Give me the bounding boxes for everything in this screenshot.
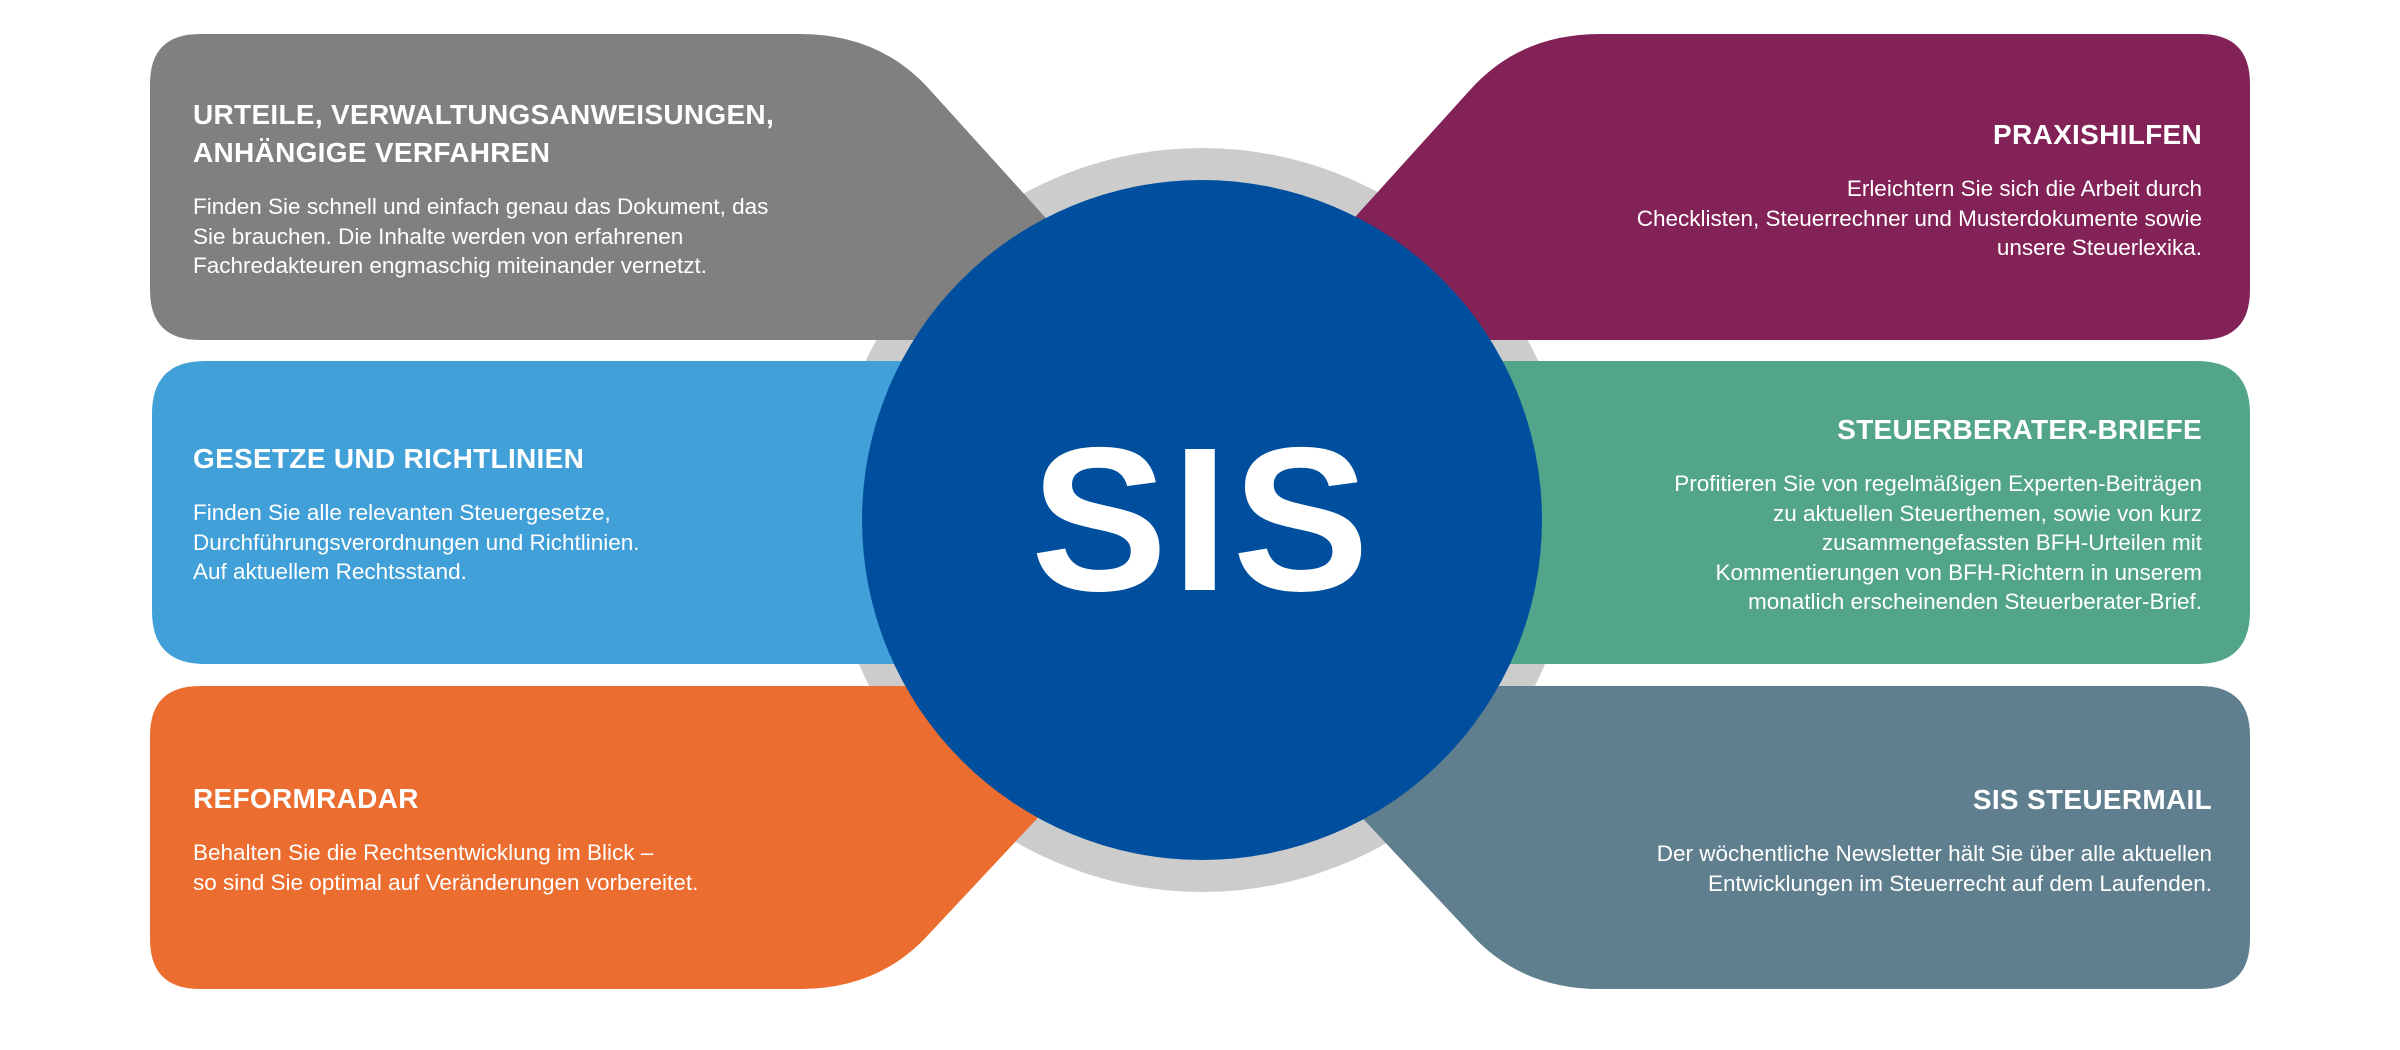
- center-circle: [862, 180, 1542, 860]
- panel-shape-praxishilfen: [1280, 34, 2250, 340]
- panel-title: URTEILE, VERWALTUNGSANWEISUNGEN, ANHÄNGI…: [193, 96, 913, 172]
- title-line: STEUERBERATER-BRIEFE: [1837, 414, 2202, 445]
- panel-urteile: URTEILE, VERWALTUNGSANWEISUNGEN, ANHÄNGI…: [193, 96, 913, 281]
- body-line: so sind Sie optimal auf Veränderungen vo…: [193, 869, 699, 895]
- panel-sis-steuermail: SIS STEUERMAIL Der wöchentliche Newslett…: [1412, 781, 2212, 898]
- panel-gesetze: GESETZE UND RICHTLINIEN Finden Sie alle …: [193, 440, 913, 587]
- panel-title: GESETZE UND RICHTLINIEN: [193, 440, 913, 478]
- body-line: Entwicklungen im Steuerrecht auf dem Lau…: [1707, 870, 2212, 896]
- panel-description: Erleichtern Sie sich die Arbeit durch Ch…: [1402, 174, 2202, 263]
- title-line: ANHÄNGIGE VERFAHREN: [193, 137, 551, 168]
- body-line: zusammengefassten BFH-Urteilen mit: [1821, 530, 2202, 555]
- body-line: Auf aktuellem Rechtsstand.: [193, 559, 467, 584]
- panel-description: Profitieren Sie von regelmäßigen Experte…: [1402, 469, 2202, 617]
- body-line: Finden Sie alle relevanten Steuergesetze…: [193, 500, 611, 525]
- body-line: Checklisten, Steuerrechner und Musterdok…: [1636, 205, 2202, 231]
- body-line: Finden Sie schnell und einfach genau das…: [193, 194, 769, 219]
- body-line: Fachredakteuren engmaschig miteinander v…: [193, 253, 708, 278]
- panel-title: STEUERBERATER-BRIEFE: [1402, 411, 2202, 449]
- title-line: PRAXISHILFEN: [1993, 119, 2202, 150]
- body-line: Behalten Sie die Rechtsentwicklung im Bl…: [193, 840, 654, 865]
- body-line: Erleichtern Sie sich die Arbeit durch: [1846, 176, 2202, 201]
- panel-shape-reformradar: [150, 686, 1120, 989]
- panel-title: PRAXISHILFEN: [1402, 116, 2202, 154]
- panel-description: Der wöchentliche Newsletter hält Sie übe…: [1412, 839, 2212, 898]
- body-line: Kommentierungen von BFH-Richtern in unse…: [1715, 559, 2202, 585]
- panel-title: REFORMRADAR: [193, 780, 913, 818]
- panel-praxishilfen: PRAXISHILFEN Erleichtern Sie sich die Ar…: [1402, 116, 2202, 263]
- title-line: URTEILE, VERWALTUNGSANWEISUNGEN,: [193, 99, 775, 130]
- panel-title: SIS STEUERMAIL: [1412, 781, 2212, 819]
- body-line: Sie brauchen. Die Inhalte werden von erf…: [193, 223, 684, 249]
- panel-description: Finden Sie schnell und einfach genau das…: [193, 192, 913, 281]
- body-line: Durchführungsverordnungen und Richtlinie…: [193, 529, 640, 555]
- title-line: GESETZE UND RICHTLINIEN: [193, 443, 585, 474]
- body-line: zu aktuellen Steuerthemen, sowie von kur…: [1773, 500, 2202, 526]
- center-logo-text: SIS: [1030, 405, 1374, 634]
- title-line: SIS STEUERMAIL: [1972, 784, 2212, 815]
- body-line: unsere Steuerlexika.: [1996, 235, 2202, 260]
- panel-shape-steuerberater: [1400, 361, 2250, 664]
- panel-description: Behalten Sie die Rechtsentwicklung im Bl…: [193, 838, 913, 897]
- panel-shape-urteile: [150, 34, 1120, 340]
- body-line: monatlich erscheinenden Steuerberater-Br…: [1748, 589, 2202, 614]
- panel-steuerberater-briefe: STEUERBERATER-BRIEFE Profitieren Sie von…: [1402, 411, 2202, 617]
- body-line: Der wöchentliche Newsletter hält Sie übe…: [1656, 841, 2212, 866]
- panel-description: Finden Sie alle relevanten Steuergesetze…: [193, 498, 913, 587]
- panel-shape-gesetze: [152, 361, 1000, 664]
- title-line: REFORMRADAR: [193, 783, 419, 814]
- panel-reformradar: REFORMRADAR Behalten Sie die Rechtsentwi…: [193, 780, 913, 897]
- panel-shape-steuermail: [1280, 686, 2250, 989]
- body-line: Profitieren Sie von regelmäßigen Experte…: [1674, 471, 2202, 496]
